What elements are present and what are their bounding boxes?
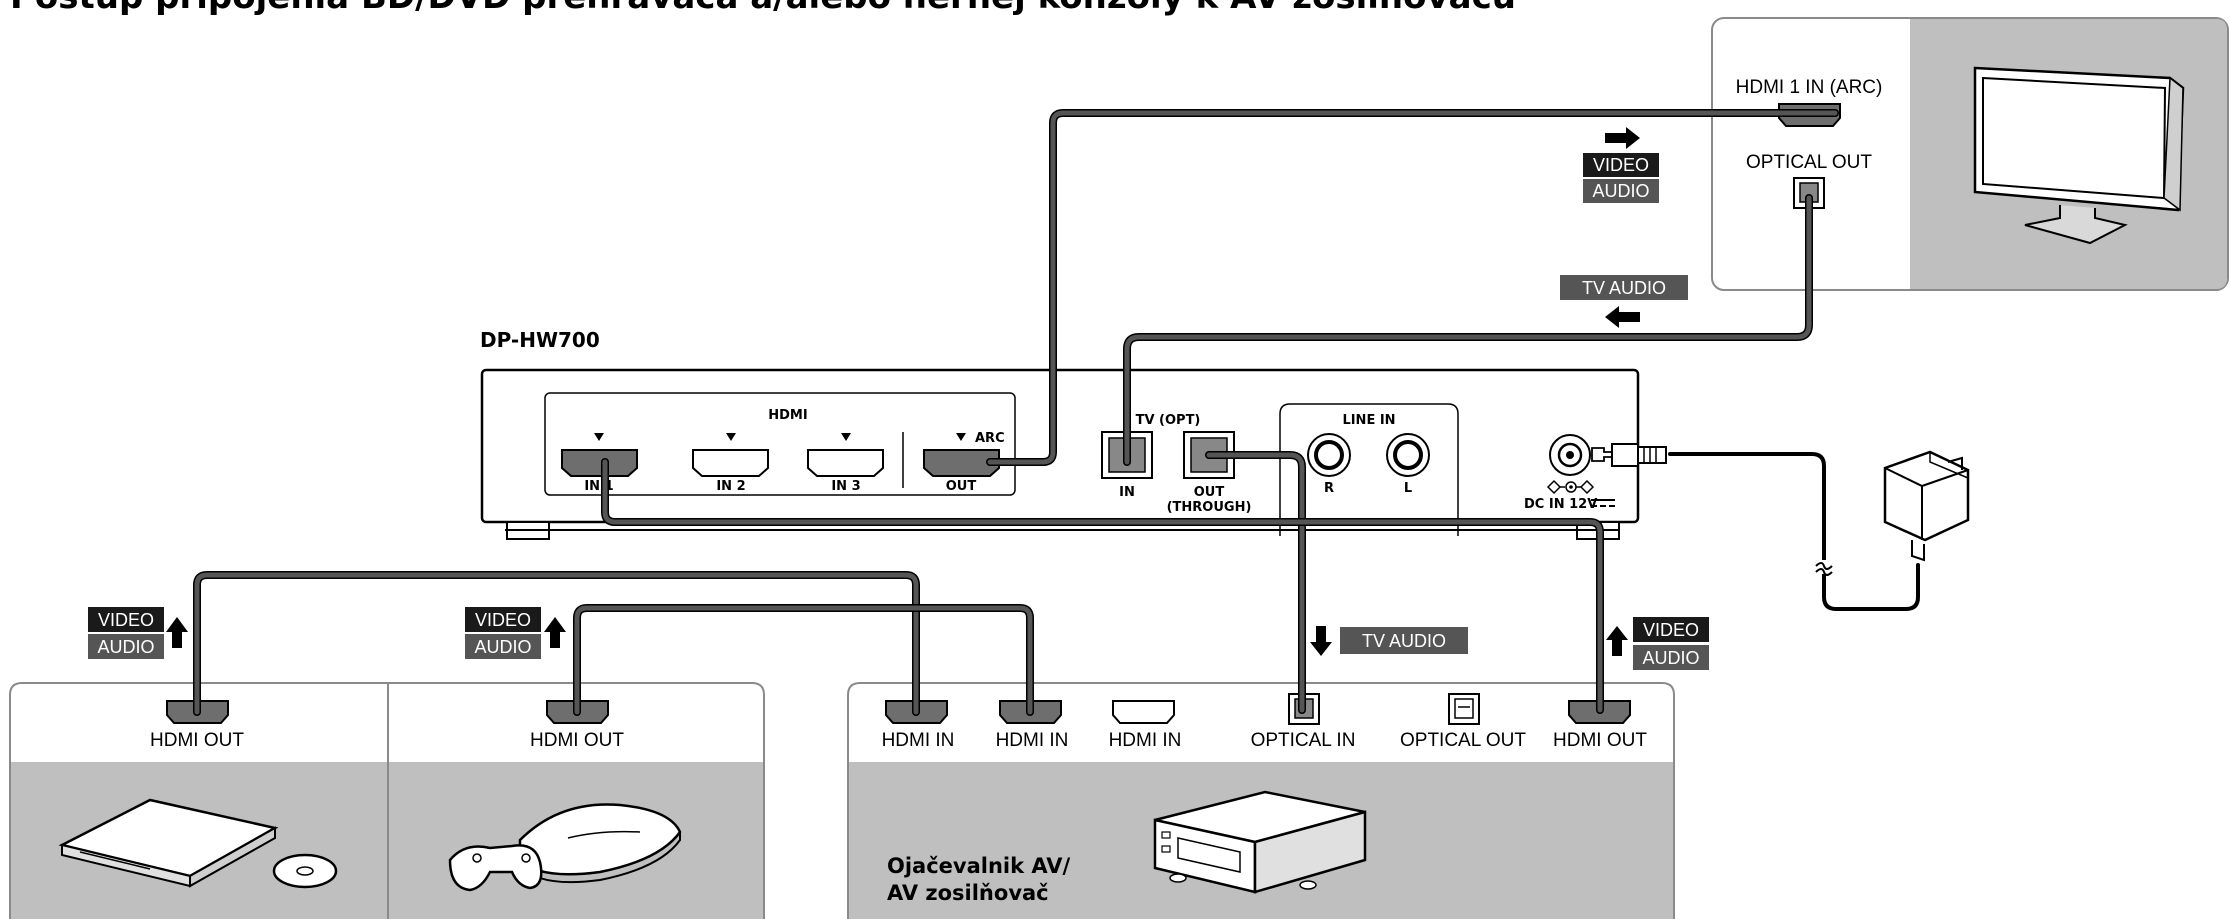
- diagram-title: Postup pripojenia BD/DVD prehrávača a/al…: [10, 0, 1516, 17]
- amp-tv-audio-text: TV AUDIO: [1362, 631, 1446, 651]
- amp-hdmi-in3-port-icon: [1112, 700, 1175, 724]
- amp-tv-audio-label: TV AUDIO: [1310, 626, 1468, 656]
- source-devices-panel: HDMI OUT HDMI OUT: [9, 682, 765, 919]
- cables: [193, 109, 1920, 716]
- dc-in-jack-icon: [1549, 434, 1591, 476]
- opt-out-label: OUT: [1194, 485, 1225, 500]
- player2-video-audio-label: VIDEO AUDIO: [465, 607, 566, 659]
- device-panel: HDMI ARC IN 1 IN 2 IN 3 OUT TV (OPT) IN …: [480, 368, 1640, 540]
- power-plug-icon: [1591, 443, 1667, 467]
- tv-hdmi-port-label: HDMI 1 IN (ARC): [1736, 77, 1883, 98]
- amp-video-audio-label: VIDEO AUDIO: [1606, 617, 1709, 670]
- opt-through-label: (THROUGH): [1167, 500, 1252, 515]
- dc-polarity-icon: [1546, 479, 1595, 495]
- amp-port-label-5: OPTICAL OUT: [1400, 730, 1526, 751]
- arrow-up-icon: [166, 617, 188, 648]
- tv-audio-label: AUDIO: [1592, 181, 1649, 201]
- arrow-down-icon: [1310, 626, 1332, 656]
- tv-audio-return-text: TV AUDIO: [1582, 278, 1666, 298]
- in1-label: IN 1: [584, 479, 613, 494]
- out-label: OUT: [946, 479, 977, 494]
- cable-break-icon: [1814, 560, 1834, 576]
- player2-audio-label: AUDIO: [474, 637, 531, 657]
- tv-panel: HDMI 1 IN (ARC) OPTICAL OUT: [1711, 17, 2229, 291]
- tv-optical-port-label: OPTICAL OUT: [1746, 152, 1872, 173]
- hdmi-group-label: HDMI: [768, 408, 807, 423]
- device-hdmi-in1-port-icon: [561, 449, 638, 477]
- arc-triangle-icon: [956, 433, 966, 441]
- player2-port-label: HDMI OUT: [530, 730, 624, 751]
- tv-video-audio-label: VIDEO AUDIO: [1583, 127, 1659, 203]
- cable-power: [1668, 452, 1920, 611]
- line-in-r-label: R: [1324, 481, 1334, 496]
- opt-in-label: IN: [1119, 485, 1135, 500]
- in2-triangle-icon: [726, 433, 736, 441]
- tv-audio-return-label: TV AUDIO: [1560, 275, 1688, 328]
- dc-symbol-icon: [1591, 499, 1615, 507]
- arrow-up-icon: [544, 617, 566, 648]
- line-in-l-label: L: [1404, 481, 1412, 496]
- in1-triangle-icon: [594, 433, 604, 441]
- arrow-right-icon: [1605, 127, 1640, 149]
- amp-name-line1: Ojačevalnik AV/: [887, 854, 1070, 878]
- amp-audio-label: AUDIO: [1642, 648, 1699, 668]
- bd-dvd-player-icon: [58, 798, 338, 889]
- arc-label: ARC: [975, 431, 1005, 446]
- in3-triangle-icon: [841, 433, 851, 441]
- line-in-label: LINE IN: [1342, 413, 1395, 428]
- arrow-left-icon: [1605, 306, 1640, 328]
- line-in-l-jack-icon: [1386, 433, 1430, 477]
- in3-label: IN 3: [831, 479, 860, 494]
- player1-video-audio-label: VIDEO AUDIO: [88, 607, 188, 659]
- device-hdmi-in3-port-icon: [807, 449, 884, 477]
- amplifier-panel: HDMI IN HDMI IN HDMI IN OPTICAL IN OPTIC…: [847, 682, 1675, 919]
- device-hdmi-in2-port-icon: [692, 449, 769, 477]
- player2-video-label: VIDEO: [475, 610, 531, 630]
- amp-name-line2: AV zosilňovač: [887, 881, 1049, 905]
- game-console-icon: [448, 803, 682, 892]
- amp-optical-out-port-icon: [1448, 693, 1480, 725]
- player1-video-label: VIDEO: [98, 610, 154, 630]
- in2-label: IN 2: [716, 479, 745, 494]
- amp-port-label-2: HDMI IN: [996, 730, 1069, 751]
- line-in-r-jack-icon: [1307, 433, 1351, 477]
- amp-port-label-6: HDMI OUT: [1553, 730, 1647, 751]
- device-hdmi-out-port-icon: [923, 449, 1000, 477]
- amp-port-label-1: HDMI IN: [882, 730, 955, 751]
- arrow-up-icon: [1606, 626, 1628, 656]
- tv-opt-label: TV (OPT): [1136, 413, 1201, 428]
- amp-video-label: VIDEO: [1643, 620, 1699, 640]
- tv-video-label: VIDEO: [1593, 155, 1649, 175]
- player1-port-label: HDMI OUT: [150, 730, 244, 751]
- player1-audio-label: AUDIO: [97, 637, 154, 657]
- dc-in-label: DC IN 12V: [1524, 497, 1597, 512]
- amp-port-label-3: HDMI IN: [1109, 730, 1182, 751]
- ac-adapter-icon: [1883, 450, 1970, 562]
- device-model-label: DP-HW700: [480, 328, 600, 352]
- tv-icon: [1973, 66, 2185, 245]
- av-amplifier-icon: [1153, 790, 1367, 894]
- amp-port-label-4: OPTICAL IN: [1251, 730, 1356, 751]
